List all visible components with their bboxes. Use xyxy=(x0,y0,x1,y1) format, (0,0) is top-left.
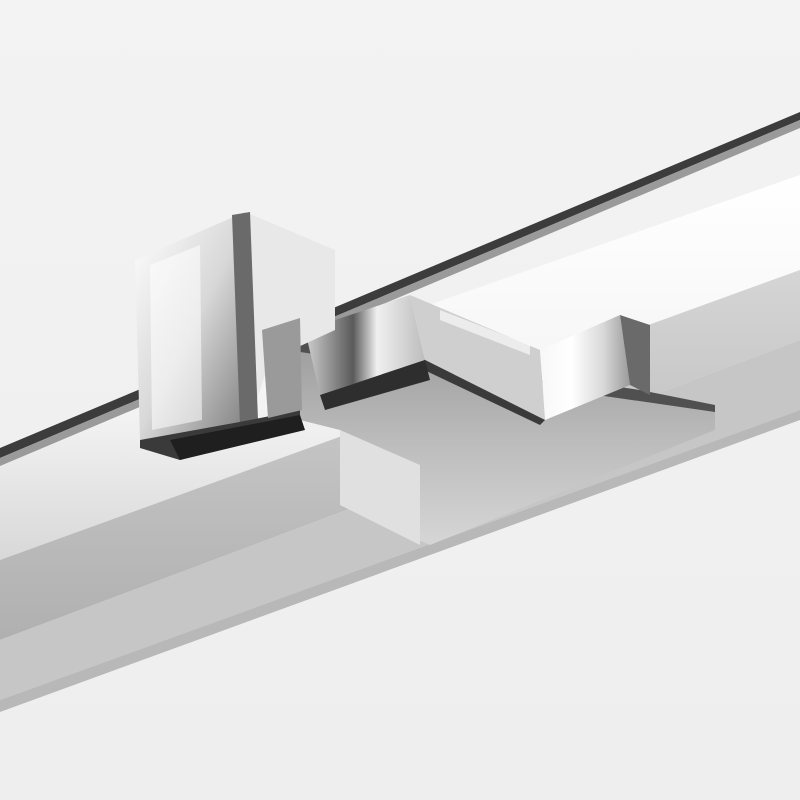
bracket-inner-shadow xyxy=(420,360,545,425)
clamp-inner-gap xyxy=(262,318,302,418)
bracket-right-edge xyxy=(620,315,650,395)
clamp-highlight xyxy=(150,245,202,430)
clamp-bottom-shadow xyxy=(170,415,305,460)
bracket-right-wall xyxy=(540,315,630,420)
bracket-base-shadow xyxy=(320,360,430,410)
bracket-inner-face xyxy=(410,295,545,420)
plate-side xyxy=(340,430,420,545)
bracket-highlight xyxy=(440,310,530,355)
clamp-block-edge xyxy=(232,212,258,425)
rail-bottom-edge xyxy=(0,410,800,712)
clamp-block-side xyxy=(245,212,335,420)
